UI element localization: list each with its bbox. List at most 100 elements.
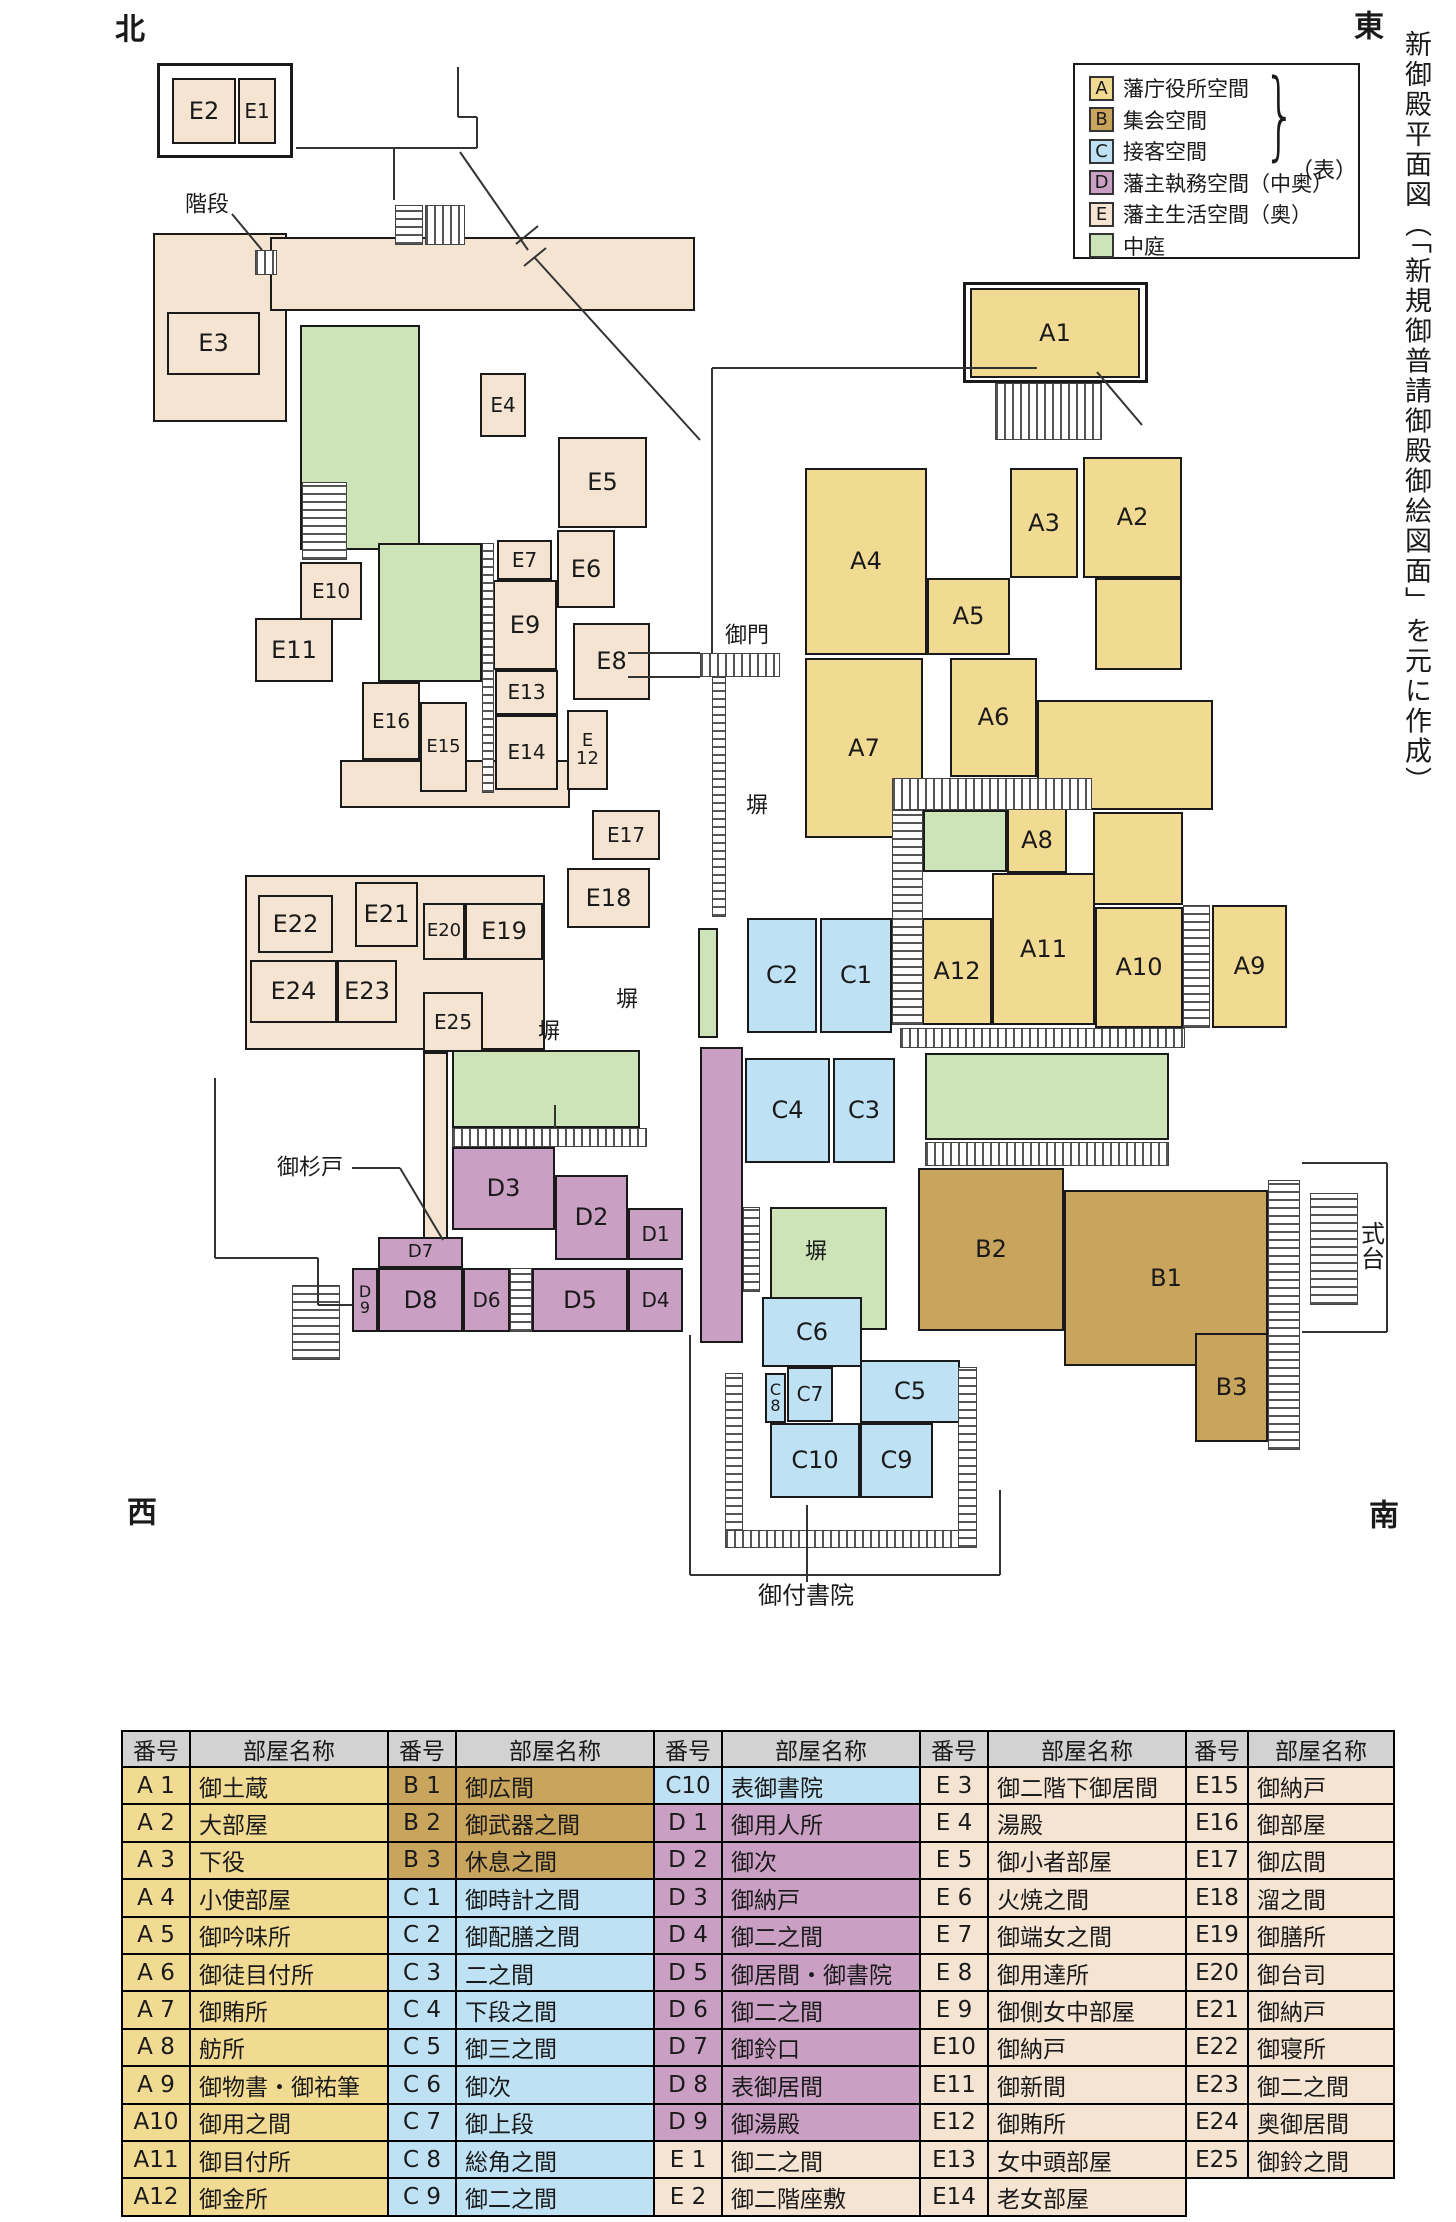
room-name-cell: 御寝所 xyxy=(1247,2027,1395,2068)
room-C3: C3 xyxy=(833,1058,895,1163)
legend-swatch: C xyxy=(1089,138,1114,164)
room-number-cell: C 5 xyxy=(387,2027,457,2068)
room-E6: E6 xyxy=(557,530,615,608)
room-E11: E11 xyxy=(255,618,333,682)
courtyard xyxy=(698,928,718,1038)
room-name-cell: 御居間・御書院 xyxy=(721,1952,921,1993)
room-E22: E22 xyxy=(258,895,333,953)
room-name-cell: 御湯殿 xyxy=(721,2102,921,2142)
room-name-cell: 御鈴口 xyxy=(721,2027,921,2068)
room-C6: C6 xyxy=(762,1297,862,1367)
room-number-cell: E14 xyxy=(919,2177,989,2217)
room-number-cell: D 2 xyxy=(653,1840,723,1881)
room-number-cell: E19 xyxy=(1185,1915,1249,1955)
wall-hatch xyxy=(925,1142,1169,1166)
legend-label: 中庭 xyxy=(1123,234,1165,259)
room-number-cell: E 6 xyxy=(919,1878,989,1918)
room-E5: E5 xyxy=(558,437,647,528)
courtyard xyxy=(925,1053,1169,1140)
room-E15: E15 xyxy=(420,702,467,792)
room-name-cell: 御金所 xyxy=(189,2177,389,2217)
room-C5: C5 xyxy=(860,1360,960,1423)
room-number-cell: D 5 xyxy=(653,1952,723,1993)
room-name-cell: 御広間 xyxy=(1247,1840,1395,1881)
room-name-cell: 御台司 xyxy=(1247,1952,1395,1993)
room-D8: D8 xyxy=(378,1268,463,1332)
room-E3: E3 xyxy=(167,312,260,375)
room-name-cell: 御二之間 xyxy=(721,2139,921,2180)
room-number-cell: A 8 xyxy=(121,2027,191,2068)
room-E8: E8 xyxy=(573,623,650,700)
room-C1: C1 xyxy=(820,918,892,1033)
room-name-cell: 御二之間 xyxy=(721,1990,921,2030)
wall-hatch xyxy=(482,543,494,793)
courtyard xyxy=(378,543,482,682)
room-number-cell: E24 xyxy=(1185,2102,1249,2142)
courtyard xyxy=(452,1050,640,1128)
room-E9: E9 xyxy=(493,580,557,670)
room-number-cell: E 1 xyxy=(653,2139,723,2180)
room-name-cell: 表御居間 xyxy=(721,2065,921,2105)
legend-swatch: B xyxy=(1089,107,1114,132)
room-name-cell: 表御書院 xyxy=(721,1765,921,1806)
room-name-cell: 御配膳之間 xyxy=(455,1915,655,1955)
room-name-cell: 御時計之間 xyxy=(455,1878,655,1918)
wall-hatch xyxy=(995,383,1102,440)
room-number-cell: E21 xyxy=(1185,1990,1249,2030)
room-name-cell: 御部屋 xyxy=(1247,1803,1395,1843)
room-E18: E18 xyxy=(567,868,650,928)
room-name-cell: 御納戸 xyxy=(987,2027,1187,2068)
wall-hatch xyxy=(452,1128,647,1147)
room-filler xyxy=(1093,812,1183,905)
wall-hatch xyxy=(743,1207,760,1292)
legend-brace: } xyxy=(1263,59,1297,171)
room-E23: E23 xyxy=(337,960,397,1023)
room-number-cell: C 2 xyxy=(387,1915,457,1955)
room-name-cell: 御次 xyxy=(455,2065,655,2105)
wall-hatch xyxy=(302,482,347,560)
legend-swatch: D xyxy=(1089,170,1114,195)
room-number-cell: A 2 xyxy=(121,1803,191,1843)
room-E14: E14 xyxy=(495,715,558,790)
map-annotation: 御付書院 xyxy=(758,1581,854,1610)
room-name-cell: 火焼之間 xyxy=(987,1878,1187,1918)
room-number-cell: C 9 xyxy=(387,2177,457,2217)
room-number-cell: E 5 xyxy=(919,1840,989,1881)
room-number-cell: A 4 xyxy=(121,1878,191,1918)
room-name-cell: 御次 xyxy=(721,1840,921,1881)
room-name-cell: 小使部屋 xyxy=(189,1878,389,1918)
room-A2: A2 xyxy=(1083,457,1182,578)
wall-hatch xyxy=(510,1268,532,1332)
room-number-cell: E23 xyxy=(1185,2065,1249,2105)
legend-item: 中庭 xyxy=(1089,233,1165,259)
room-number-cell: E12 xyxy=(919,2102,989,2142)
room-A8: A8 xyxy=(1007,808,1067,873)
room-filler xyxy=(1095,578,1182,670)
room-name-cell: 御二階下御居間 xyxy=(987,1765,1187,1806)
wall-hatch xyxy=(892,778,1092,810)
room-name-cell: 御納戸 xyxy=(1247,1765,1395,1806)
